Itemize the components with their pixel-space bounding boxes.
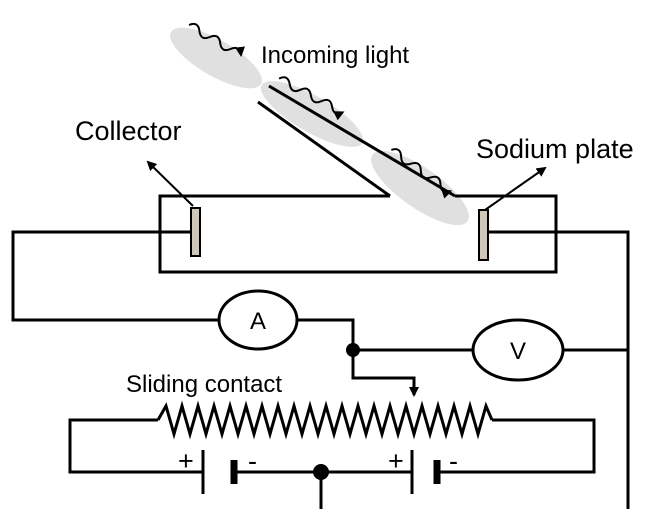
wire-rheostat-right (437, 418, 596, 474)
photon-wave-1 (188, 22, 245, 57)
sodium-plate-pointer-arrow (484, 166, 547, 211)
light-window-line-upper (268, 84, 456, 198)
sodium-plate-label: Sodium plate (476, 134, 634, 164)
center-tap-node (313, 464, 329, 480)
photon-blob-3 (371, 150, 469, 226)
collector-electrode (190, 207, 201, 257)
photon-wave-3 (391, 148, 453, 199)
wire-collector-to-ammeter (11, 230, 219, 322)
rheostat-resistor (156, 400, 494, 440)
battery-left-plus-label: + (178, 446, 194, 476)
sliding-contact-wire (351, 350, 419, 397)
sodium-plate-electrode (478, 209, 489, 261)
photon-blob-2 (260, 81, 364, 147)
voltmeter (471, 318, 565, 382)
photon-blob-1 (170, 27, 262, 89)
collector-pointer-arrow (146, 160, 194, 207)
sliding-contact-label: Sliding contact (126, 371, 282, 398)
voltmeter-label: V (510, 338, 526, 365)
battery-right-plus-label: + (388, 446, 404, 476)
ammeter (217, 289, 299, 351)
wire-rheostat-left (68, 418, 203, 474)
photon-wave-2 (278, 76, 345, 121)
vacuum-tube (158, 194, 558, 274)
battery-right-minus-label: - (449, 446, 458, 476)
light-window-line-lower (257, 100, 391, 198)
battery-left-minus-label: - (248, 446, 257, 476)
collector-label: Collector (75, 116, 182, 146)
wire-ammeter-to-junction (297, 318, 355, 350)
incoming-light-label: Incoming light (261, 42, 409, 69)
wire-sodium-to-right-rail (488, 230, 630, 509)
incoming-light-photons (170, 22, 469, 226)
ammeter-label: A (250, 308, 266, 335)
